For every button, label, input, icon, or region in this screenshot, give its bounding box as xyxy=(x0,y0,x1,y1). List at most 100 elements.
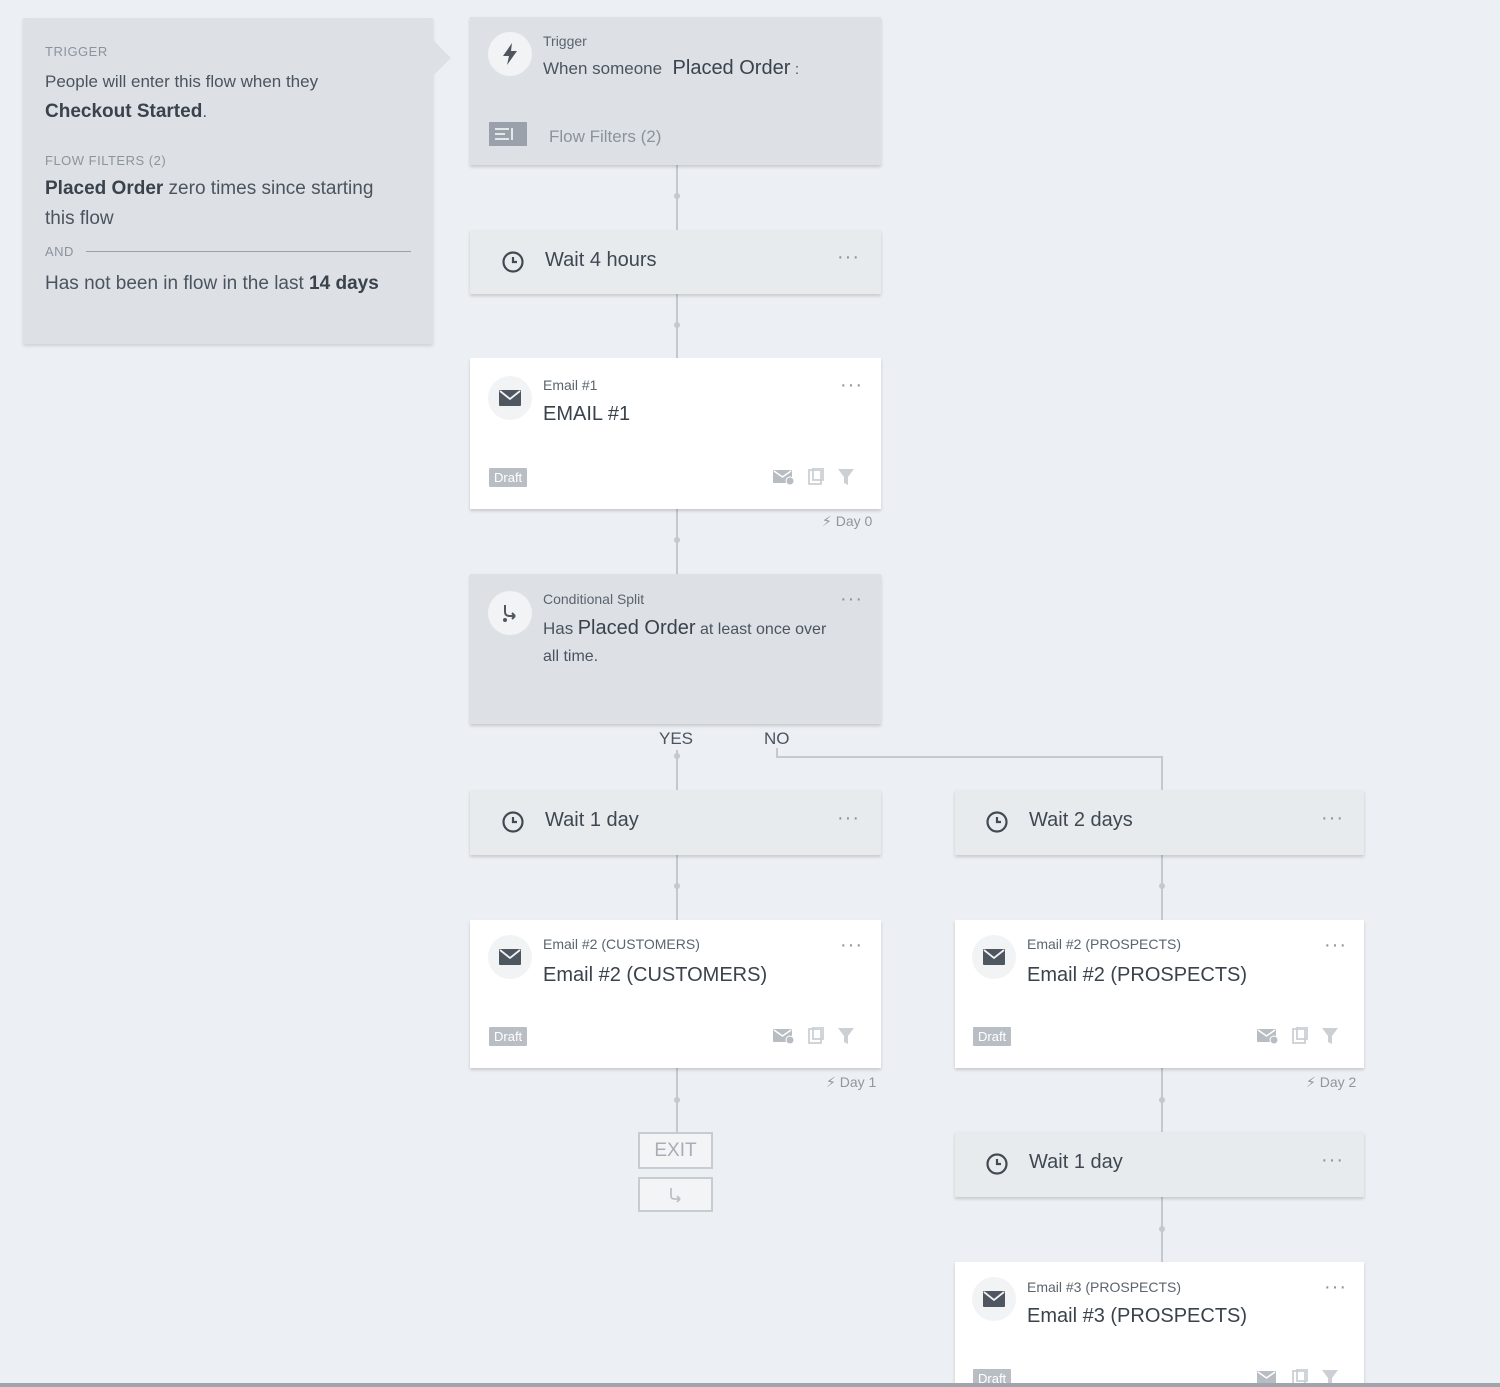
flow-filters-link[interactable]: Flow Filters (2) xyxy=(549,127,662,146)
email-caption: Email #3 (PROSPECTS) xyxy=(1027,1279,1182,1295)
connector-dot xyxy=(674,537,680,543)
trigger-info-panel: TRIGGER People will enter this flow when… xyxy=(23,18,451,344)
email-actions xyxy=(773,1027,855,1045)
flow-filters-icon xyxy=(489,122,527,146)
more-options-button[interactable]: ··· xyxy=(840,934,863,956)
filter-1-text: zero times since starting xyxy=(163,178,374,199)
connector xyxy=(1161,756,1163,790)
day-text: Day 2 xyxy=(1319,1074,1357,1090)
more-options-button[interactable]: ··· xyxy=(837,246,860,268)
filter-icon[interactable] xyxy=(1321,1027,1339,1045)
day-0-label: ⚡︎ Day 0 xyxy=(822,513,872,530)
clock-icon xyxy=(986,811,1008,833)
email-2-prospects-node[interactable]: Email #2 (PROSPECTS) Email #2 (PROSPECTS… xyxy=(955,920,1364,1068)
wait-2-days-no-node[interactable]: Wait 2 days ··· xyxy=(955,790,1364,855)
wait-1-day-yes-node[interactable]: Wait 1 day ··· xyxy=(470,790,881,855)
filter-1-event: Placed Order xyxy=(45,178,164,199)
connector-dot xyxy=(674,322,680,328)
trigger-text: People will enter this flow when they xyxy=(45,72,319,91)
wait-1-day-no-node[interactable]: Wait 1 day ··· xyxy=(955,1132,1364,1197)
more-options-button[interactable]: ··· xyxy=(837,807,860,829)
preview-icon[interactable] xyxy=(1291,1369,1309,1383)
trigger-prefix: When someone xyxy=(543,59,663,78)
split-caption: Conditional Split xyxy=(543,591,645,607)
more-options-button[interactable]: ··· xyxy=(1324,934,1347,956)
trigger-period: . xyxy=(202,102,208,121)
filter-icon[interactable] xyxy=(837,468,855,486)
trigger-event: Placed Order xyxy=(672,57,791,79)
connector xyxy=(676,750,678,790)
split-event: Placed Order xyxy=(577,617,696,639)
connector-dot xyxy=(1159,883,1165,889)
more-options-button[interactable]: ··· xyxy=(1324,1276,1347,1298)
connector-dot xyxy=(674,1097,680,1103)
envelope-icon xyxy=(488,376,532,420)
envelope-icon xyxy=(972,1277,1016,1321)
preview-icon[interactable] xyxy=(807,1027,825,1045)
connector-dot xyxy=(674,883,680,889)
smart-sending-icon[interactable] xyxy=(1257,1369,1279,1383)
connector xyxy=(776,756,1163,758)
preview-icon[interactable] xyxy=(1291,1027,1309,1045)
wait-label: Wait 4 hours xyxy=(545,249,657,271)
filter-2-days: 14 days xyxy=(309,273,379,294)
split-icon xyxy=(488,591,532,635)
draft-badge: Draft xyxy=(973,1369,1012,1383)
email-actions xyxy=(773,468,855,486)
wait-label: Wait 1 day xyxy=(1029,1151,1123,1173)
day-text: Day 0 xyxy=(835,513,873,529)
more-options-button[interactable]: ··· xyxy=(840,588,863,610)
split-rest: at least once over xyxy=(699,621,827,638)
email-title: EMAIL #1 xyxy=(543,403,631,425)
email-title: Email #3 (PROSPECTS) xyxy=(1027,1305,1248,1327)
divider-line xyxy=(85,251,411,252)
more-options-button[interactable]: ··· xyxy=(840,374,863,396)
email-caption: Email #1 xyxy=(543,377,598,393)
connector-dot xyxy=(674,193,680,199)
draft-badge: Draft xyxy=(489,1027,528,1046)
email-title: Email #2 (CUSTOMERS) xyxy=(543,964,768,986)
conditional-split-node[interactable]: Conditional Split Has Placed Order at le… xyxy=(470,574,881,724)
more-options-button[interactable]: ··· xyxy=(1321,1149,1344,1171)
and-label: AND xyxy=(45,244,74,259)
yes-branch-label: YES xyxy=(659,729,694,748)
more-options-button[interactable]: ··· xyxy=(1321,807,1344,829)
split-condition-line2: all time. xyxy=(543,648,599,665)
email-caption: Email #2 (CUSTOMERS) xyxy=(543,936,700,952)
filter-icon[interactable] xyxy=(837,1027,855,1045)
filter-2: Has not been in flow in the last 14 days xyxy=(45,269,411,299)
connector-dot xyxy=(674,753,680,759)
smart-sending-icon[interactable] xyxy=(773,468,795,486)
draft-badge: Draft xyxy=(489,468,528,487)
exit-branch-button[interactable] xyxy=(638,1177,713,1212)
trigger-description: People will enter this flow when they xyxy=(45,67,411,97)
trigger-node[interactable]: Trigger When someone Placed Order : Flow… xyxy=(470,17,881,165)
no-branch-label: NO xyxy=(764,729,790,748)
email-actions xyxy=(1257,1027,1339,1045)
filter-icon[interactable] xyxy=(1321,1369,1339,1383)
wait-label: Wait 1 day xyxy=(545,809,639,831)
day-1-label: ⚡︎ Day 1 xyxy=(826,1074,876,1091)
preview-icon[interactable] xyxy=(807,468,825,486)
exit-node[interactable]: EXIT xyxy=(638,1132,713,1169)
email-3-prospects-node[interactable]: Email #3 (PROSPECTS) Email #3 (PROSPECTS… xyxy=(955,1262,1364,1383)
smart-sending-icon[interactable] xyxy=(773,1027,795,1045)
clock-icon xyxy=(502,251,524,273)
email-title: Email #2 (PROSPECTS) xyxy=(1027,964,1248,986)
wait-4-hours-node[interactable]: Wait 4 hours ··· xyxy=(470,230,881,294)
and-divider: AND xyxy=(45,244,411,259)
day-text: Day 1 xyxy=(839,1074,877,1090)
smart-sending-icon[interactable] xyxy=(1257,1027,1279,1045)
trigger-event: Checkout Started xyxy=(45,101,203,122)
filter-1-line2: this flow xyxy=(45,208,114,229)
connector xyxy=(776,748,778,758)
bottom-edge xyxy=(0,1383,1500,1387)
wait-label: Wait 2 days xyxy=(1029,809,1133,831)
filter-1: Placed Order zero times since starting xyxy=(45,174,411,204)
trigger-caption: TRIGGER xyxy=(45,44,108,59)
clock-icon xyxy=(986,1153,1008,1175)
email-2-customers-node[interactable]: Email #2 (CUSTOMERS) Email #2 (CUSTOMERS… xyxy=(470,920,881,1068)
trigger-summary: When someone Placed Order : xyxy=(543,57,799,80)
email-1-node[interactable]: Email #1 EMAIL #1 ··· Draft xyxy=(470,358,881,509)
